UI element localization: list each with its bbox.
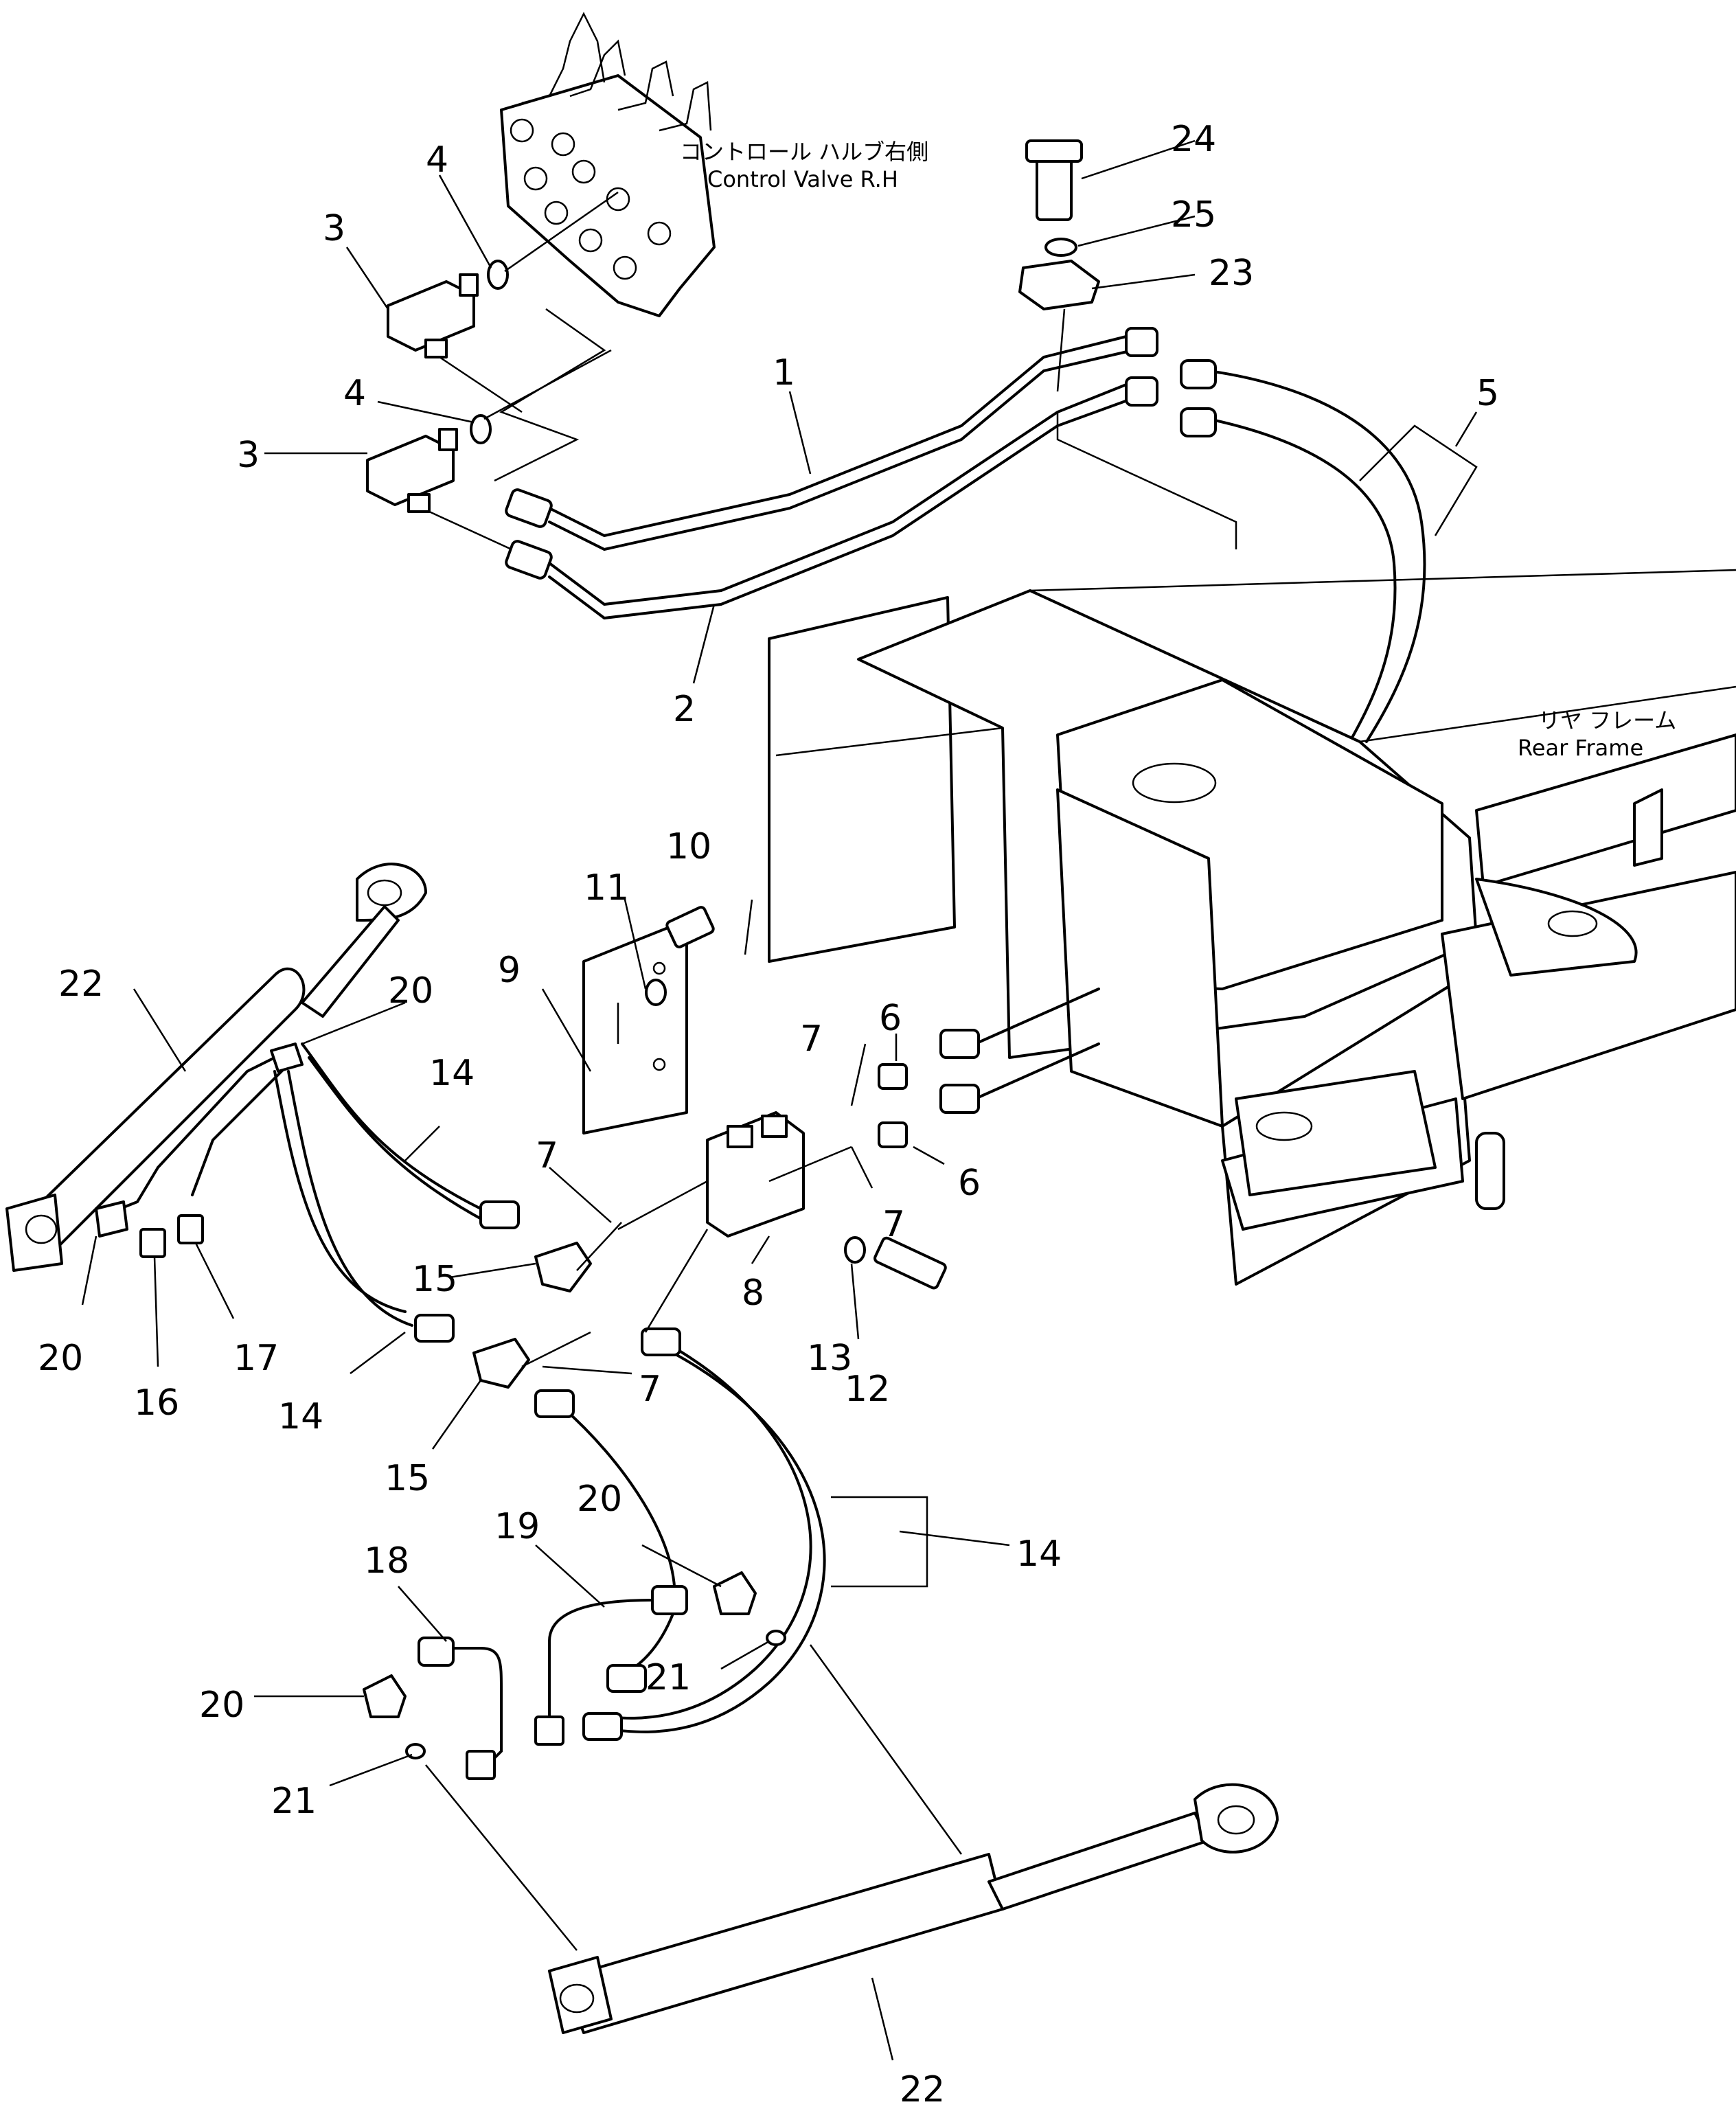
callout-7a: 7 xyxy=(800,1018,823,1060)
hoses-5 xyxy=(1180,359,1478,750)
callout-20c: 20 xyxy=(577,1479,622,1520)
rear-frame-drawing xyxy=(768,569,1736,1286)
callout-18: 18 xyxy=(364,1540,409,1582)
callout-leaders xyxy=(81,391,1010,2061)
cylinder-upper xyxy=(5,863,427,1272)
callout-6b: 6 xyxy=(958,1163,981,1204)
callout-24: 24 xyxy=(1171,119,1216,160)
callout-14c: 14 xyxy=(1016,1534,1062,1575)
callout-16: 16 xyxy=(134,1382,179,1424)
callout-19: 19 xyxy=(494,1506,540,1547)
control-valve-caption-jp: コントロール ハルブ右側 xyxy=(680,139,928,165)
callout-5: 5 xyxy=(1476,373,1499,414)
callout-4a: 4 xyxy=(426,139,448,181)
callout-20a: 20 xyxy=(388,970,433,1012)
callout-6a: 6 xyxy=(879,998,902,1039)
callout-20d: 20 xyxy=(199,1685,244,1726)
hoses-14 xyxy=(273,1042,928,1741)
clamp-assembly xyxy=(1018,139,1237,549)
callout-14a: 14 xyxy=(429,1053,475,1094)
callout-3b: 3 xyxy=(237,435,260,476)
rear-frame-caption-en: Rear Frame xyxy=(1518,735,1643,761)
callout-8: 8 xyxy=(742,1273,764,1314)
callout-21a: 21 xyxy=(646,1657,691,1698)
callout-14b: 14 xyxy=(278,1396,323,1437)
elbow-fittings xyxy=(366,260,509,513)
callout-4b: 4 xyxy=(343,373,366,414)
valve-block-8 xyxy=(582,906,947,1290)
callout-7c: 7 xyxy=(536,1135,558,1176)
cylinder-lower xyxy=(548,1783,1279,2034)
callout-22a: 22 xyxy=(58,964,104,1005)
callout-20b: 20 xyxy=(38,1338,83,1379)
callout-13: 13 xyxy=(807,1338,852,1379)
callout-17: 17 xyxy=(233,1338,279,1379)
callout-2: 2 xyxy=(673,689,696,730)
connection-lines xyxy=(425,1145,963,1951)
callout-15a: 15 xyxy=(412,1259,457,1300)
callout-11: 11 xyxy=(584,867,629,909)
callout-7d: 7 xyxy=(639,1369,661,1410)
callout-23: 23 xyxy=(1209,253,1254,294)
control-valve-drawing xyxy=(500,12,716,317)
cylinder-tubes-lower xyxy=(363,1571,786,1780)
callout-10: 10 xyxy=(666,826,711,867)
leader-lines-top xyxy=(264,174,619,551)
rear-frame-caption-jp: リヤ フレーム xyxy=(1538,707,1676,733)
callout-15b: 15 xyxy=(385,1458,430,1499)
callout-1: 1 xyxy=(773,352,795,394)
hose-ends-6 xyxy=(878,988,1100,1165)
callout-9: 9 xyxy=(498,950,521,991)
callout-7b: 7 xyxy=(882,1204,905,1245)
control-valve-caption-en: Control Valve R.H xyxy=(707,166,898,192)
callout-25: 25 xyxy=(1171,194,1216,236)
callout-22b: 22 xyxy=(900,2069,945,2109)
callout-12: 12 xyxy=(845,1369,890,1410)
callout-21b: 21 xyxy=(271,1781,317,1822)
cylinder-tubes-upper xyxy=(95,1042,304,1258)
callout-3a: 3 xyxy=(323,208,345,249)
callout-numbers: 1 2 3 3 4 4 5 6 6 7 7 7 7 8 9 10 11 12 1… xyxy=(38,119,1499,2109)
